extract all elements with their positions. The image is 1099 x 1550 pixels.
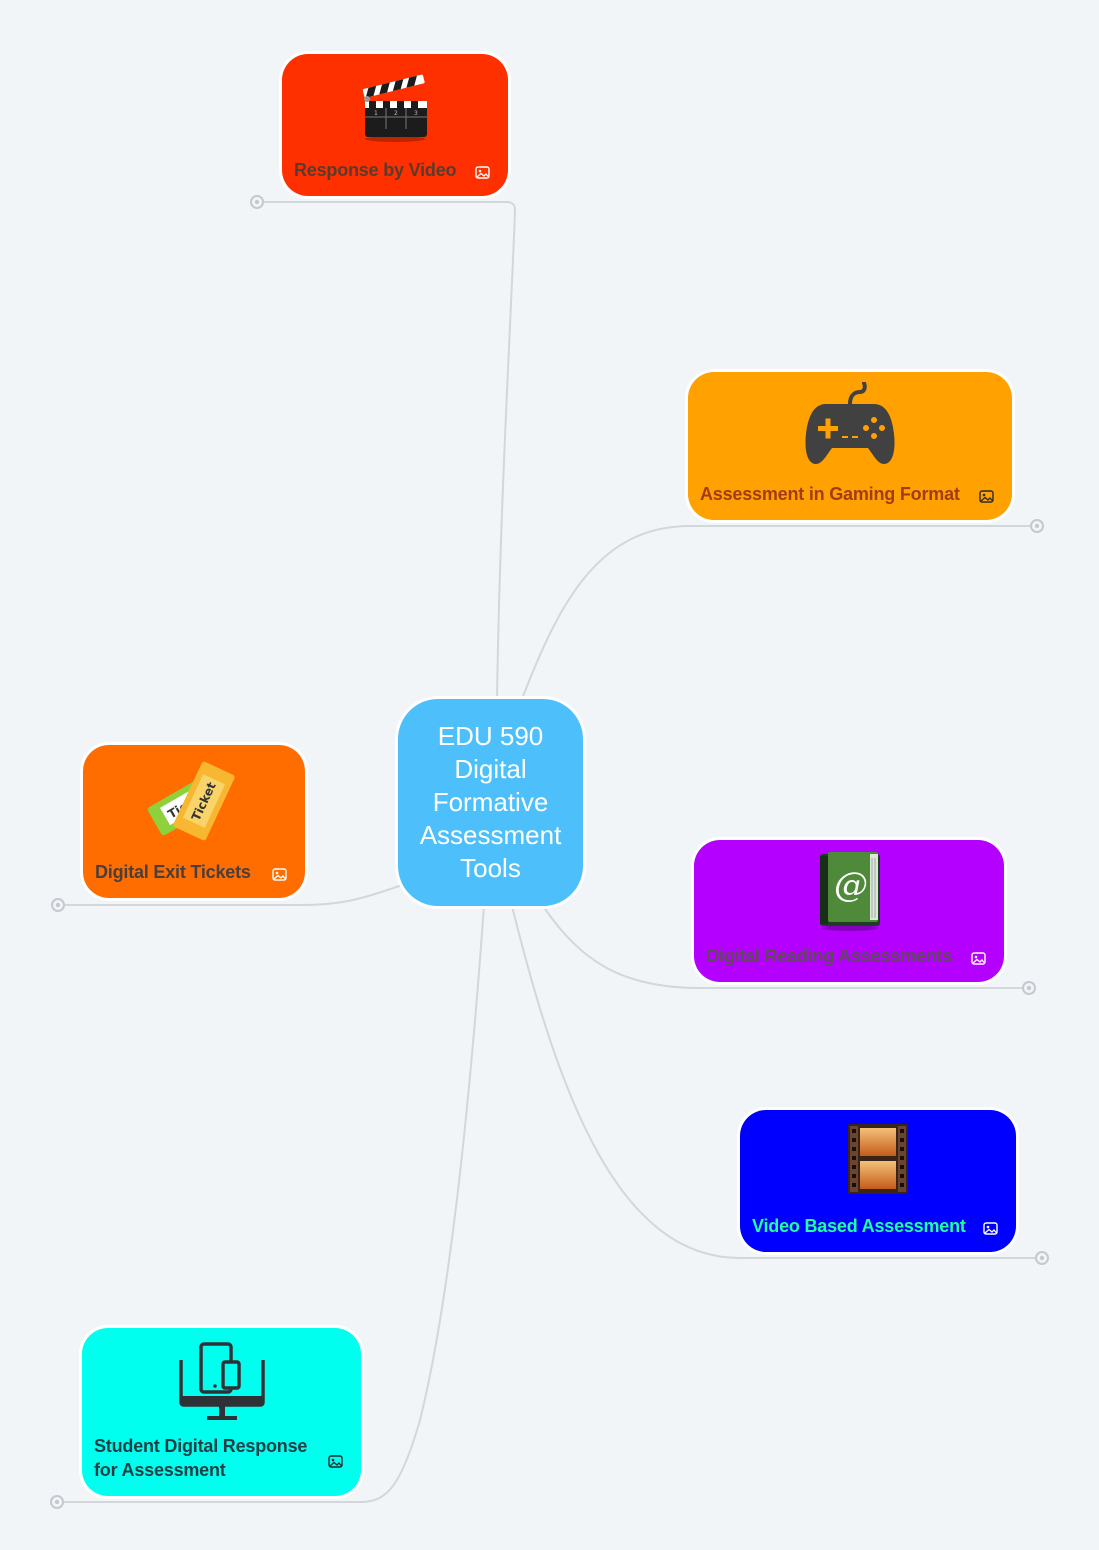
- clapperboard-icon: 1 2 3: [362, 74, 427, 142]
- collapse-toggle-video-based[interactable]: [1035, 1251, 1049, 1265]
- svg-text:2: 2: [394, 110, 398, 117]
- image-icon[interactable]: [983, 1222, 998, 1235]
- image-icon[interactable]: [272, 868, 287, 881]
- topic-label: Digital Exit Tickets: [95, 862, 251, 882]
- topic-student-digital-response[interactable]: Student Digital Response for Assessment: [82, 1328, 361, 1496]
- topic-label: Digital Reading Assessments: [706, 946, 953, 966]
- image-icon[interactable]: [475, 166, 490, 179]
- gamepad-icon: [805, 382, 895, 464]
- topic-label: Student Digital Response for Assessment: [94, 1436, 308, 1480]
- address-book-icon: @: [820, 852, 880, 931]
- topic-exit-tickets[interactable]: Tick Ticket Digital Exit Tickets: [83, 745, 305, 898]
- collapse-toggle-gaming-format[interactable]: [1030, 519, 1044, 533]
- topic-label: Response by Video: [294, 160, 457, 180]
- connector-exit-tickets: [65, 883, 406, 906]
- svg-text:@: @: [834, 865, 868, 905]
- topic-video-based[interactable]: Video Based Assessment: [740, 1110, 1016, 1252]
- connector-reading-assessments: [542, 905, 1022, 989]
- film-strip-icon: [848, 1124, 908, 1194]
- image-icon[interactable]: [979, 490, 994, 503]
- root-topic-label: EDU 590 Digital Formative Assessment Too…: [419, 721, 562, 883]
- image-icon[interactable]: [971, 952, 986, 965]
- connector-gaming-format: [521, 525, 1030, 700]
- collapse-toggle-exit-tickets[interactable]: [51, 898, 65, 912]
- topic-reading-assessments[interactable]: @ Digital Reading Assessments: [694, 840, 1004, 982]
- topic-label: Video Based Assessment: [752, 1216, 966, 1236]
- topic-gaming-format[interactable]: Assessment in Gaming Format: [688, 372, 1012, 520]
- devices-icon: [178, 1342, 265, 1420]
- collapse-toggle-response-by-video[interactable]: [250, 195, 264, 209]
- root-topic[interactable]: EDU 590 Digital Formative Assessment Too…: [398, 699, 583, 906]
- ticket-icon: Tick Ticket: [147, 761, 235, 841]
- collapse-toggle-reading-assessments[interactable]: [1022, 981, 1036, 995]
- svg-text:1: 1: [374, 110, 378, 117]
- topic-label: Assessment in Gaming Format: [700, 484, 960, 504]
- topic-response-by-video[interactable]: 1 2 3 Response by Video: [282, 54, 508, 196]
- svg-text:3: 3: [414, 110, 418, 117]
- connector-response-by-video: [264, 201, 517, 700]
- collapse-toggle-student-digital-response[interactable]: [50, 1495, 64, 1509]
- connector-student-digital-response: [64, 905, 485, 1503]
- image-icon[interactable]: [328, 1455, 343, 1468]
- connector-video-based: [511, 905, 1035, 1259]
